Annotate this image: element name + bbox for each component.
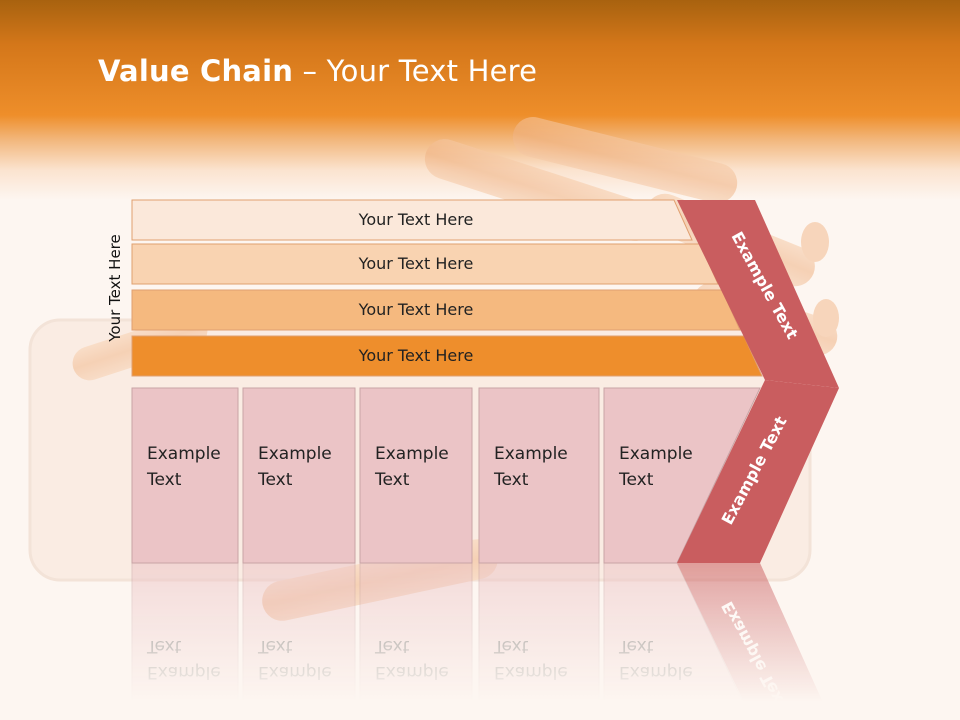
chevron-lower: [677, 563, 831, 720]
activity-box-label-line2: Text: [618, 470, 654, 490]
activity-box-label-line1: Example: [147, 662, 221, 682]
activity-box-label-line2: Text: [146, 470, 182, 490]
activity-box-label-line2: Text: [493, 470, 529, 490]
support-bar-label: Your Text Here: [358, 300, 474, 319]
activity-box-label-line1: Example: [619, 662, 693, 682]
activity-box-label-line1: Example: [375, 662, 449, 682]
activity-box-shape: [478, 387, 600, 564]
support-bar: Your Text Here: [131, 199, 693, 241]
activity-box-label-line1: Example: [494, 444, 568, 464]
support-bar-shape: [131, 289, 741, 331]
support-bar-label: Your Text Here: [358, 254, 474, 273]
activity-box-label-line2: Text: [618, 636, 654, 656]
activity-box-label-line1: Example: [619, 444, 693, 464]
activity-box-label-line2: Text: [374, 636, 410, 656]
support-bar: Your Text Here: [131, 243, 719, 285]
activity-box-label-line2: Text: [493, 636, 529, 656]
activity-box-shape: [359, 562, 473, 720]
support-bar-shape: [131, 335, 763, 377]
activity-box-label-line2: Text: [146, 636, 182, 656]
title-bold: Value Chain: [98, 54, 294, 88]
page-title: Value Chain – Your Text Here: [98, 54, 537, 88]
activity-box-shape: [242, 562, 356, 720]
activity-box-label-line2: Text: [257, 636, 293, 656]
activity-box-label-line1: Example: [375, 444, 449, 464]
support-bar-shape: [131, 199, 693, 241]
activity-box-label-line2: Text: [374, 470, 410, 490]
activity-box-shape: [478, 562, 600, 720]
support-bar: Your Text Here: [131, 335, 763, 377]
chevron-upper: [677, 200, 839, 388]
support-bar-shape: [131, 243, 719, 285]
title-rest: – Your Text Here: [293, 54, 538, 88]
activity-box-shape: [359, 387, 473, 564]
activity-box: Example Text: [478, 562, 600, 720]
activity-box-label-line1: Example: [147, 444, 221, 464]
activity-box-label-line1: Example: [494, 662, 568, 682]
support-bar-label: Your Text Here: [358, 210, 474, 229]
activity-box-label-line1: Example: [258, 444, 332, 464]
support-bar-label: Your Text Here: [358, 346, 474, 365]
activity-box-shape: [131, 562, 239, 720]
activity-box: Example Text: [359, 562, 473, 720]
activity-box-label-line1: Example: [258, 662, 332, 682]
chevron-lower: [677, 380, 839, 563]
reflection: ExampleTextExampleTextExampleTextExample…: [131, 562, 831, 720]
activity-box: Example Text: [131, 562, 239, 720]
activity-box-label-line2: Text: [257, 470, 293, 490]
support-bar: Your Text Here: [131, 289, 741, 331]
activity-box-shape: [131, 387, 239, 564]
activity-box-shape: [242, 387, 356, 564]
activity-box: Example Text: [242, 562, 356, 720]
